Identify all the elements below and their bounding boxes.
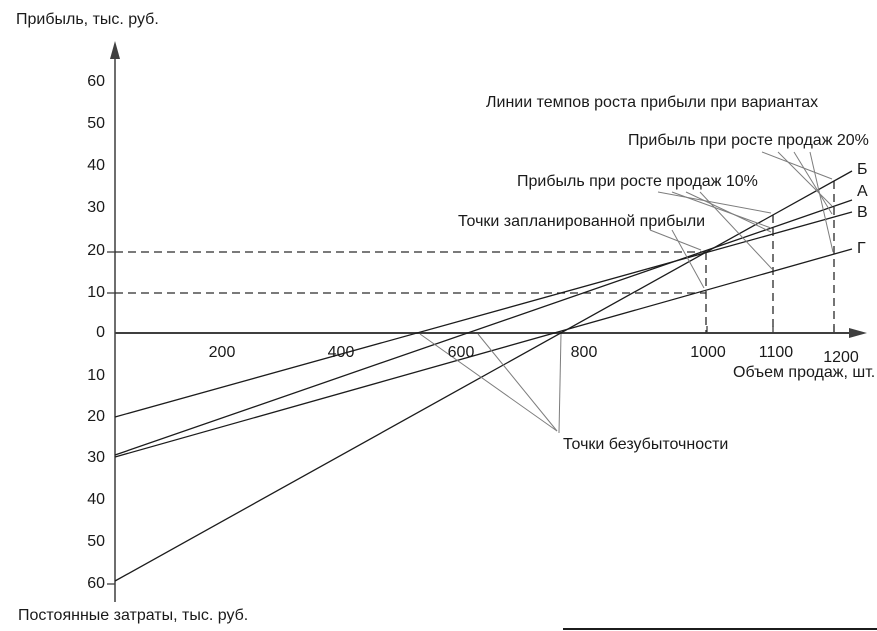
line-label-g: Г <box>857 240 866 257</box>
callout-line <box>809 151 834 253</box>
line-label-b: Б <box>857 161 868 178</box>
y-tick-label: 30 <box>87 199 105 216</box>
y-tick-label: 10 <box>87 367 105 384</box>
annotation-growth-lines-title: Линии темпов роста прибыли при вариантах <box>486 94 819 111</box>
callout-line <box>649 229 702 251</box>
profit-line-В <box>114 211 853 418</box>
x-tick-label: 1200 <box>823 349 859 366</box>
y-tick-label: 40 <box>87 491 105 508</box>
y-axis-title-fixed-costs: Постоянные затраты, тыс. руб. <box>18 607 249 624</box>
callout-line <box>685 191 772 233</box>
y-tick-label: 60 <box>87 73 105 90</box>
y-axis-title-profit: Прибыль, тыс. руб. <box>16 11 159 28</box>
y-tick-label: 20 <box>87 408 105 425</box>
callout-line <box>761 151 833 180</box>
line-label-a: А <box>857 183 868 200</box>
callout-line <box>558 333 562 434</box>
y-tick-label: 10 <box>87 284 105 301</box>
x-tick-label: 200 <box>208 344 236 361</box>
callout-line <box>793 151 833 215</box>
callout-line <box>699 191 773 270</box>
callout-line <box>777 151 833 207</box>
x-tick-label: 600 <box>447 344 475 361</box>
y-axis-arrow-icon <box>110 41 120 59</box>
x-tick-label: 1000 <box>690 344 726 361</box>
annotation-planned-profit-points: Точки запланированной прибыли <box>458 213 706 230</box>
y-tick-label: 0 <box>96 324 105 341</box>
y-tick-label: 50 <box>87 115 105 132</box>
y-tick-label: 60 <box>87 575 105 592</box>
y-tick-label: 50 <box>87 533 105 550</box>
x-tick-label: 400 <box>327 344 355 361</box>
y-tick-label: 30 <box>87 449 105 466</box>
profit-line-Б <box>114 170 853 582</box>
x-axis-arrow-icon <box>849 328 867 338</box>
annotation-profit-growth-10: Прибыль при росте продаж 10% <box>517 173 758 190</box>
x-tick-label: 1100 <box>758 344 794 361</box>
annotation-breakeven-points: Точки безубыточности <box>563 436 729 453</box>
x-axis-title-volume: Объем продаж, шт. <box>733 364 876 381</box>
callout-line <box>419 333 558 432</box>
profit-line-Г <box>114 248 853 458</box>
annotation-profit-growth-20: Прибыль при росте продаж 20% <box>628 132 869 149</box>
y-tick-label: 20 <box>87 242 105 259</box>
x-tick-label: 800 <box>570 344 598 361</box>
callout-line <box>671 191 772 229</box>
callout-line <box>671 229 705 289</box>
y-tick-label: 40 <box>87 157 105 174</box>
line-label-v: В <box>857 204 868 221</box>
callout-line <box>477 333 558 432</box>
profit-line-А <box>114 199 853 456</box>
callout-line <box>657 191 772 214</box>
